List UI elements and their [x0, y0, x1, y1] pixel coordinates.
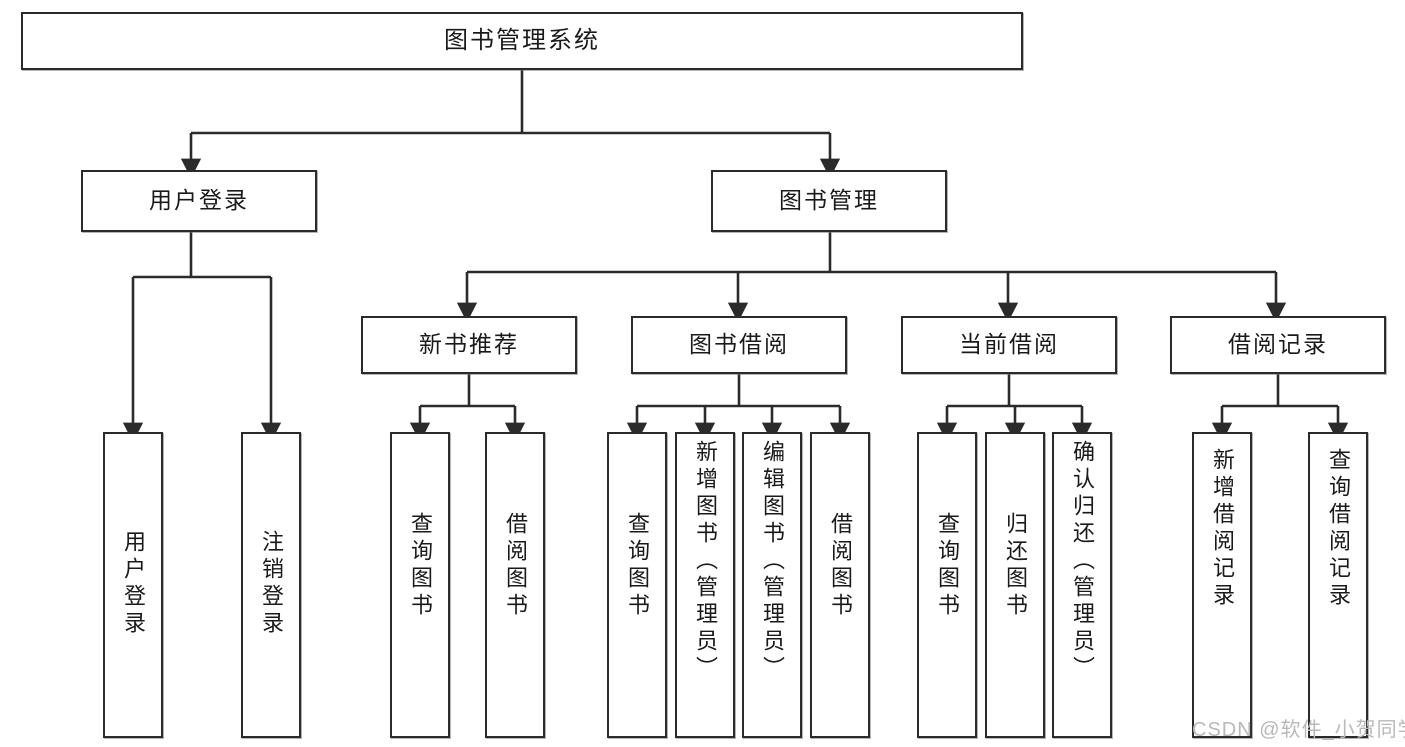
node-leaf-query-book-3-label: 查询图书: [935, 512, 960, 620]
node-leaf-query-book-3[interactable]: 查询图书: [917, 432, 977, 738]
node-leaf-user-login[interactable]: 用户登录: [103, 432, 163, 738]
node-leaf-return-book-label: 归还图书: [1003, 512, 1028, 620]
node-book-borrow-label: 图书借阅: [689, 331, 789, 358]
node-book-management-label: 图书管理: [779, 187, 879, 214]
node-leaf-add-book-label: 新增图书（管理员）: [693, 440, 718, 683]
node-leaf-add-book[interactable]: 新增图书（管理员）: [675, 432, 735, 738]
node-leaf-edit-book[interactable]: 编辑图书（管理员）: [742, 432, 802, 738]
node-leaf-add-record[interactable]: 新增借阅记录: [1192, 432, 1252, 738]
node-current-borrow[interactable]: 当前借阅: [901, 316, 1117, 374]
node-leaf-borrow-book-2[interactable]: 借阅图书: [810, 432, 870, 738]
node-book-borrow[interactable]: 图书借阅: [631, 316, 847, 374]
node-user-login[interactable]: 用户登录: [81, 170, 317, 232]
node-leaf-return-book[interactable]: 归还图书: [985, 432, 1045, 738]
node-current-borrow-label: 当前借阅: [959, 331, 1059, 358]
node-borrow-record-label: 借阅记录: [1228, 331, 1328, 358]
node-leaf-query-record-label: 查询借阅记录: [1326, 448, 1351, 610]
node-leaf-query-record[interactable]: 查询借阅记录: [1308, 432, 1368, 738]
node-book-management[interactable]: 图书管理: [711, 170, 947, 232]
node-leaf-user-login-label: 用户登录: [121, 530, 146, 638]
node-root-system[interactable]: 图书管理系统: [21, 12, 1023, 70]
node-leaf-logout-login[interactable]: 注销登录: [241, 432, 301, 738]
node-new-book-recommend-label: 新书推荐: [419, 331, 519, 358]
node-root-system-label: 图书管理系统: [444, 26, 600, 54]
node-leaf-logout-login-label: 注销登录: [259, 530, 284, 638]
node-leaf-confirm-return-label: 确认归还（管理员）: [1070, 440, 1095, 683]
node-leaf-edit-book-label: 编辑图书（管理员）: [760, 440, 785, 683]
node-leaf-borrow-book-1[interactable]: 借阅图书: [485, 432, 545, 738]
node-new-book-recommend[interactable]: 新书推荐: [361, 316, 577, 374]
node-leaf-query-book-1[interactable]: 查询图书: [390, 432, 450, 738]
watermark-csdn: CSDN @软件_小贺同学: [1192, 719, 1405, 741]
node-leaf-query-book-2[interactable]: 查询图书: [607, 432, 667, 738]
node-leaf-borrow-book-1-label: 借阅图书: [503, 512, 528, 620]
node-leaf-borrow-book-2-label: 借阅图书: [828, 512, 853, 620]
node-user-login-label: 用户登录: [149, 187, 249, 214]
node-leaf-add-record-label: 新增借阅记录: [1210, 448, 1235, 610]
node-leaf-confirm-return[interactable]: 确认归还（管理员）: [1052, 432, 1112, 738]
node-borrow-record[interactable]: 借阅记录: [1170, 316, 1386, 374]
node-leaf-query-book-2-label: 查询图书: [625, 512, 650, 620]
node-leaf-query-book-1-label: 查询图书: [408, 512, 433, 620]
